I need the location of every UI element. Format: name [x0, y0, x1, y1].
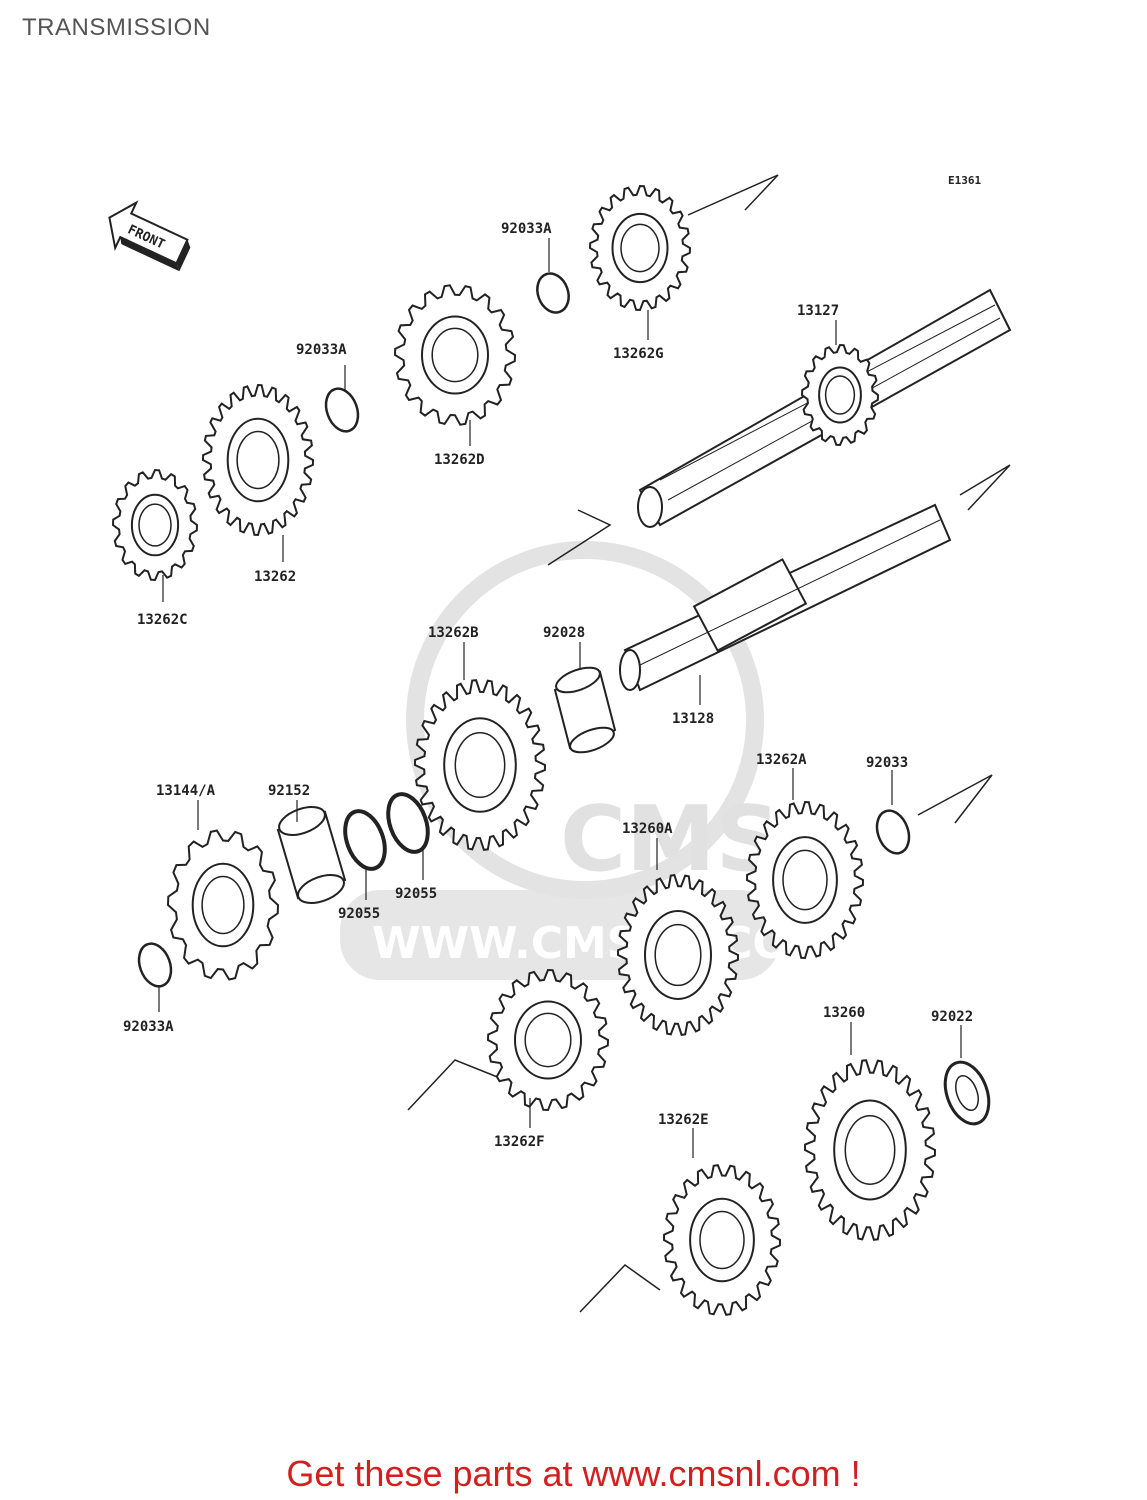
gears: [111, 184, 937, 1316]
gear-13144A: [166, 829, 280, 981]
washer-92022: [943, 1060, 991, 1126]
bushing-92152: [276, 806, 347, 904]
gear-13260A: [616, 873, 740, 1037]
circlip-92033A-top: [536, 272, 570, 314]
footer-parts-link[interactable]: Get these parts at www.cmsnl.com !: [286, 1453, 861, 1494]
gear-13262A: [745, 800, 865, 960]
circlip-92033A-bottom: [137, 942, 173, 988]
gear-13262G: [588, 184, 692, 312]
label-13262E: 13262E: [658, 1112, 709, 1128]
label-92152: 92152: [268, 783, 310, 799]
label-13262G: 13262G: [613, 346, 664, 362]
label-leaders: [158, 238, 962, 1158]
gear-13262C: [111, 468, 199, 582]
label-13144A: 13144/A: [156, 783, 216, 799]
front-arrow-icon: FRONT: [108, 200, 191, 272]
transmission-diagram: CMS WWW.CMSNL.COM E1361 FRONT: [108, 174, 1012, 1316]
label-13262A: 13262A: [756, 752, 807, 768]
label-13262C: 13262C: [137, 612, 188, 628]
watermark-cms: CMS: [560, 787, 780, 892]
gear-13262F: [486, 968, 610, 1112]
gear-13262B: [413, 679, 547, 851]
rings: [137, 272, 991, 1126]
label-13262: 13262: [254, 569, 296, 585]
gear-13262: [201, 383, 315, 537]
label-92055-left: 92055: [338, 906, 380, 922]
axis-lines: [407, 174, 1011, 1313]
watermark-url: WWW.CMSNL.COM: [372, 918, 834, 969]
circlip-92033: [875, 809, 911, 855]
label-92033A-bottom: 92033A: [123, 1019, 174, 1035]
bushing-92028: [553, 666, 617, 754]
gear-13260: [803, 1059, 937, 1241]
label-13262F: 13262F: [494, 1134, 545, 1150]
label-13262D: 13262D: [434, 452, 485, 468]
gear-13262E: [662, 1164, 782, 1316]
oring-92055-right: [386, 792, 430, 854]
oring-92055-left: [343, 809, 387, 871]
label-13260: 13260: [823, 1005, 865, 1021]
gear-13127: [800, 343, 880, 447]
label-13260A: 13260A: [622, 821, 673, 837]
label-13127: 13127: [797, 303, 839, 319]
part-labels: 13262C 13262 92033A 13262D 92033A 13262G…: [123, 221, 973, 1150]
circlip-92033A-top-left: [324, 387, 360, 433]
label-13262B: 13262B: [428, 625, 479, 641]
label-92033: 92033: [866, 755, 908, 771]
page-title: TRANSMISSION: [22, 14, 211, 41]
label-92033A-top-left: 92033A: [296, 342, 347, 358]
label-13128: 13128: [672, 711, 714, 727]
label-92022: 92022: [931, 1009, 973, 1025]
gear-13262D: [393, 284, 517, 426]
label-92028: 92028: [543, 625, 585, 641]
input-shaft-13128: [619, 503, 952, 692]
diagram-code: E1361: [948, 174, 981, 187]
label-92055-right: 92055: [395, 886, 437, 902]
label-92033A-top: 92033A: [501, 221, 552, 237]
